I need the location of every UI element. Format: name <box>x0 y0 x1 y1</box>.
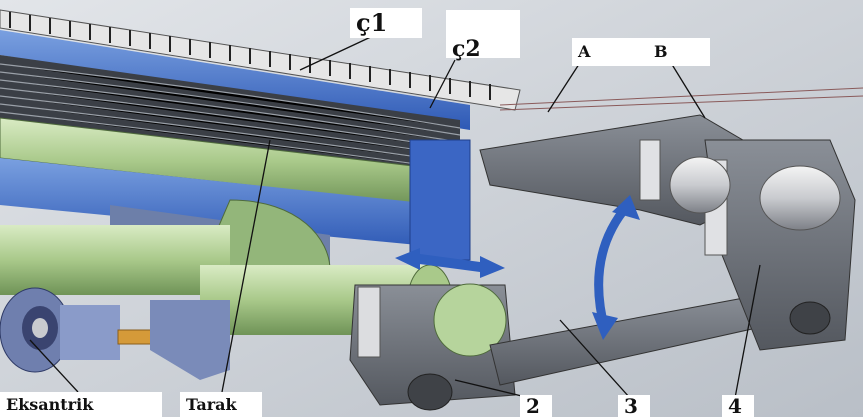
reed-comb <box>0 9 521 111</box>
warp-lines <box>499 87 863 111</box>
label-eksantrik: Eksantrik <box>0 392 162 417</box>
eccentric-drive <box>0 287 230 380</box>
label-b: B <box>648 38 710 66</box>
link-block-2 <box>349 283 516 411</box>
label-c1: ç1 <box>350 8 422 38</box>
swing-motion-arrow <box>592 195 640 340</box>
reed-motion-arrow <box>395 248 505 278</box>
crank-block-4 <box>669 139 856 351</box>
upper-arm-plate <box>639 139 661 201</box>
sley-bracket <box>409 139 471 261</box>
leader-lines <box>29 34 761 399</box>
label-2: 2 <box>520 395 552 417</box>
label-3: 3 <box>618 395 650 417</box>
label-4: 4 <box>722 395 754 417</box>
label-c2: ç2 <box>446 10 520 62</box>
label-tarak: Tarak <box>180 392 262 417</box>
